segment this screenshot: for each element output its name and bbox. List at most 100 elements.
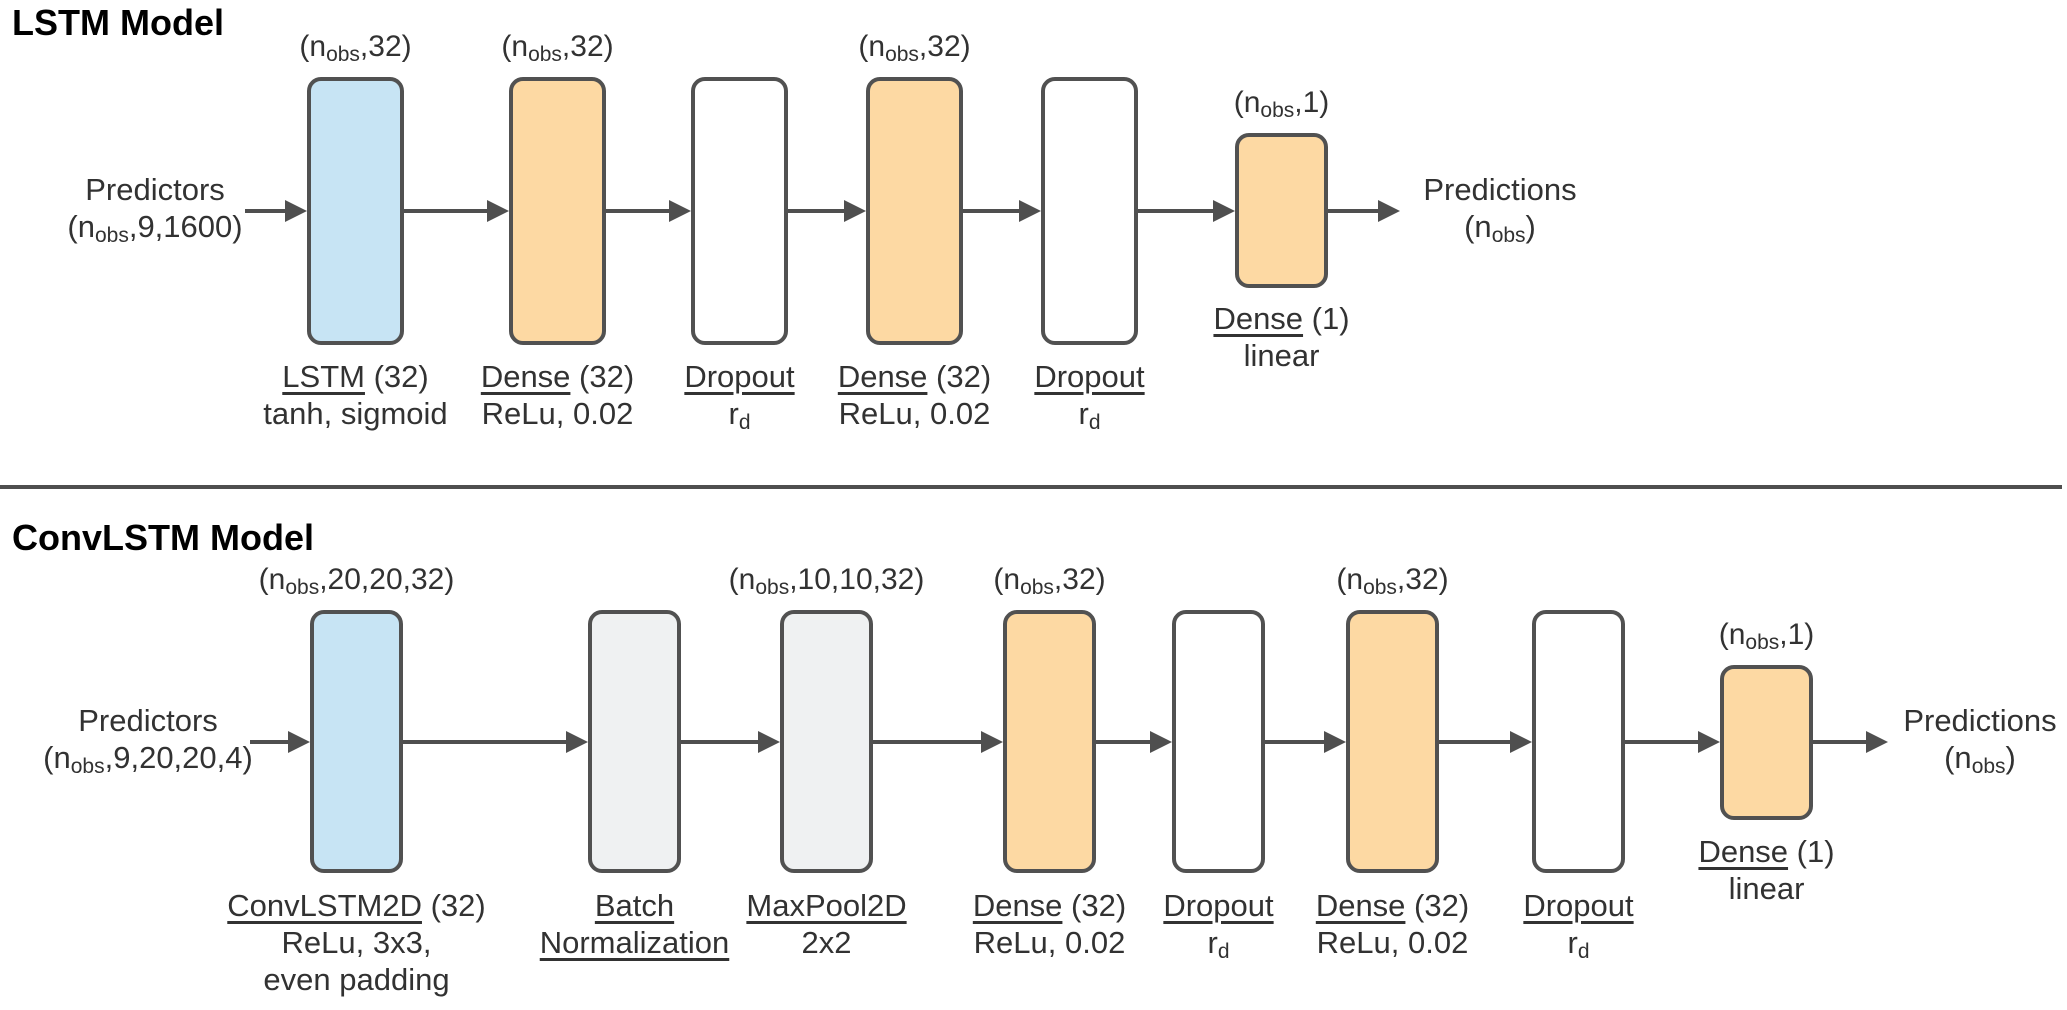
text-line: (nobs) (1340, 208, 1660, 254)
text-segment: obs (755, 576, 790, 599)
flow-arrow-icon (1138, 209, 1219, 213)
text-segment: r (728, 396, 739, 431)
text-line: Dropout (1069, 887, 1369, 924)
text-segment: 2x2 (801, 925, 852, 960)
model-title-convlstm-model: ConvLSTM Model (12, 517, 314, 558)
text-line: linear (1617, 870, 1917, 907)
text-segment: obs (1260, 99, 1295, 122)
block-label-convlstm2d: ConvLSTM2D (32)ReLu, 3x3,even padding (207, 887, 507, 998)
flow-arrowhead-icon (1324, 731, 1346, 753)
text-segment: ReLu, 0.02 (973, 925, 1126, 960)
text-segment: (n (299, 30, 327, 63)
flow-arrow-icon (681, 740, 764, 744)
text-line: Normalization (485, 924, 785, 961)
text-segment: Dense (837, 359, 928, 394)
block-label-dense-1: Dense (32)ReLu, 0.02 (900, 887, 1200, 961)
text-segment: (n (1233, 86, 1261, 119)
text-line: (nobs) (1820, 739, 2067, 785)
text-segment: obs (285, 576, 320, 599)
text-segment: r (1567, 925, 1578, 960)
text-line: ReLu, 0.02 (408, 395, 708, 432)
section-divider (0, 485, 2062, 489)
text-line: Dense (32) (408, 358, 708, 395)
block-dropout-1 (691, 77, 788, 345)
text-segment: (n (993, 563, 1021, 596)
block-dense-2 (1346, 610, 1439, 873)
flow-arrowhead-icon (1019, 200, 1041, 222)
block-convlstm2d (310, 610, 403, 873)
text-line: ReLu, 0.02 (1243, 924, 1543, 961)
text-line: linear (1132, 337, 1432, 374)
text-segment: obs (1363, 576, 1397, 599)
flow-arrowhead-icon (1510, 731, 1532, 753)
text-segment: even padding (263, 962, 450, 997)
block-lstm (307, 77, 404, 345)
text-segment: Predictions (1903, 703, 2057, 738)
text-segment: (n (858, 30, 886, 63)
flow-arrow-icon (873, 740, 987, 744)
text-segment: ReLu, 0.02 (481, 396, 634, 431)
flow-arrowhead-icon (1213, 200, 1235, 222)
block-dense-1 (1003, 610, 1096, 873)
text-segment: (n (43, 740, 71, 775)
text-segment: ReLu, 3x3, (281, 925, 432, 960)
text-segment: (32) (1405, 888, 1470, 923)
flow-arrowhead-icon (758, 731, 780, 753)
shape-annotation-maxpool2d: (nobs,10,10,32) (677, 560, 977, 600)
text-segment: Batch (594, 888, 675, 923)
text-segment: (n (258, 563, 286, 596)
text-segment: obs (1971, 755, 2006, 778)
text-line: rd (590, 395, 890, 441)
text-segment: Dense (972, 888, 1063, 923)
text-segment: obs (326, 43, 360, 66)
text-segment: (32) (927, 359, 992, 394)
text-segment: Dense (1315, 888, 1406, 923)
text-line: ReLu, 0.02 (900, 924, 1200, 961)
text-segment: obs (885, 43, 919, 66)
text-line: Dense (1) (1617, 833, 1917, 870)
shape-annotation-dense-1: (nobs,32) (408, 27, 708, 67)
shape-annotation-dense-2: (nobs,32) (765, 27, 1065, 67)
flow-arrow-icon (403, 740, 572, 744)
flow-arrow-icon (1096, 740, 1156, 744)
text-segment: d (738, 411, 751, 434)
text-segment: Dense (1213, 301, 1304, 336)
text-line: Dropout (940, 358, 1240, 395)
text-line: Dense (32) (1243, 887, 1543, 924)
block-batch-norm (588, 610, 681, 873)
text-segment: obs (528, 43, 562, 66)
flow-arrow-icon (606, 209, 675, 213)
block-maxpool2d (780, 610, 873, 873)
text-segment: (n (728, 563, 756, 596)
text-line: (nobs,9,20,20,4) (0, 739, 308, 785)
output-label: Predictions(nobs) (1340, 171, 1660, 254)
text-line: ConvLSTM2D (32) (207, 887, 507, 924)
text-segment: ,32) (561, 30, 614, 63)
text-segment: (n (1336, 563, 1364, 596)
block-label-dense-2: Dense (32)ReLu, 0.02 (765, 358, 1065, 432)
text-segment: Dropout (1523, 888, 1634, 923)
flow-arrowhead-icon (844, 200, 866, 222)
text-segment: (32) (421, 888, 486, 923)
flow-arrowhead-icon (1378, 200, 1400, 222)
text-segment: LSTM (282, 359, 365, 394)
flow-arrowhead-icon (981, 731, 1003, 753)
text-segment: (n (67, 209, 95, 244)
text-segment: obs (1745, 631, 1780, 654)
text-line: Predictions (1340, 171, 1660, 208)
text-segment: Dropout (1034, 359, 1145, 394)
text-line: LSTM (32) (206, 358, 506, 395)
text-segment: ,1) (1294, 86, 1330, 119)
block-label-lstm: LSTM (32)tanh, sigmoid (206, 358, 506, 432)
shape-annotation-dense-1: (nobs,32) (900, 560, 1200, 600)
text-segment: d (1217, 940, 1230, 963)
output-label: Predictions(nobs) (1820, 702, 2067, 785)
block-label-dense-2: Dense (32)ReLu, 0.02 (1243, 887, 1543, 961)
flow-arrowhead-icon (487, 200, 509, 222)
text-segment: ,32) (918, 30, 971, 63)
